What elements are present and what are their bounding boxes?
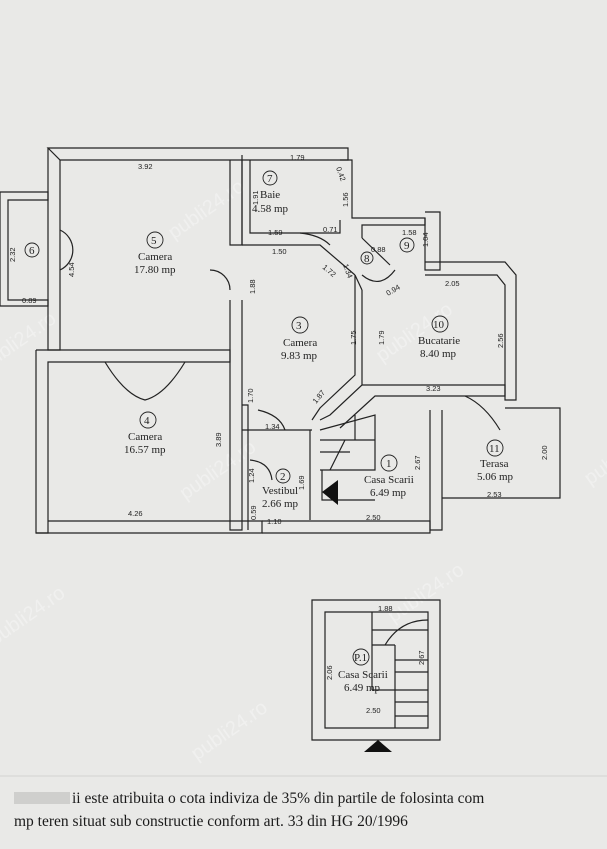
dim-label: 1.69 — [297, 475, 306, 490]
room-9-number: 9 — [404, 240, 410, 252]
room-p1-number: P.1 — [354, 652, 367, 664]
dim-label: 1.88 — [378, 604, 393, 613]
dim-label: 1.75 — [349, 330, 358, 345]
dim-label: 2.00 — [540, 445, 549, 460]
room-6-number: 6 — [29, 245, 35, 257]
watermark: publi24.ro — [580, 421, 607, 489]
room-3-area: 9.83 mp — [281, 350, 318, 362]
room-4-name: Camera — [128, 431, 162, 443]
room-8-number: 8 — [364, 253, 370, 265]
dim-label: 2.50 — [366, 513, 381, 522]
dim-label: 1.56 — [341, 192, 350, 207]
dim-label: 0.59 — [249, 505, 258, 520]
entry-arrow-icon — [322, 480, 338, 505]
room-2-name: Vestibul — [262, 485, 298, 497]
footer-text-line-1: ii este atribuita o cota indiviza de 35%… — [72, 790, 485, 807]
dim-label: 3.92 — [138, 162, 153, 171]
dim-label: 1.24 — [247, 468, 256, 483]
dim-label: 4.26 — [128, 509, 143, 518]
footer-text-line-2: mp teren situat sub constructie conform … — [14, 813, 408, 830]
dim-label: 0.42 — [334, 166, 347, 183]
dim-label: 1.79 — [377, 330, 386, 345]
dim-label: 1.70 — [246, 388, 255, 403]
room-2-area: 2.66 mp — [262, 498, 299, 510]
dim-label: 2.53 — [487, 490, 502, 499]
dim-label: 3.89 — [214, 432, 223, 447]
watermark: publi24.ro — [0, 307, 60, 375]
room-p1-area: 6.49 mp — [344, 682, 381, 694]
room-3-name: Camera — [283, 337, 317, 349]
dim-label: 1.04 — [421, 232, 430, 247]
room-11-name: Terasa — [480, 458, 509, 470]
dim-label: 0.71 — [323, 225, 338, 234]
watermark: publi24.ro — [384, 559, 469, 627]
redacted-text — [14, 792, 70, 804]
dim-label: 1.72 — [321, 263, 338, 279]
walls — [0, 147, 561, 741]
dim-label: 2.67 — [413, 455, 422, 470]
entry-arrow-icon — [364, 740, 392, 752]
room-11-number: 11 — [489, 443, 500, 455]
room-1-area: 6.49 mp — [370, 487, 407, 499]
watermarks: publi24.ro publi24.ro publi24.ro publi24… — [0, 175, 607, 765]
room-3-number: 3 — [296, 320, 302, 332]
dim-label: 2.32 — [8, 247, 17, 262]
dim-label: 2.56 — [496, 333, 505, 348]
dim-label: 1.59 — [268, 228, 283, 237]
room-2-number: 2 — [280, 471, 286, 483]
room-circles — [24, 170, 504, 666]
room-10-number: 10 — [433, 319, 445, 331]
room-10-name: Bucatarie — [418, 335, 460, 347]
room-p1-name: Casa Scarii — [338, 669, 388, 681]
dim-label: 1.87 — [311, 388, 327, 405]
dim-label: 1.34 — [265, 422, 280, 431]
room-7-number: 7 — [267, 173, 273, 185]
dim-label: 1.58 — [402, 228, 417, 237]
room-5-area: 17.80 mp — [134, 264, 176, 276]
room-4-number: 4 — [144, 415, 150, 427]
dim-label: 1.91 — [251, 190, 260, 205]
dim-label: 1.34 — [341, 263, 354, 280]
room-1-name: Casa Scarii — [364, 474, 414, 486]
dim-label: 0.94 — [385, 283, 402, 298]
dim-label: 1.88 — [248, 279, 257, 294]
dim-label: 2.05 — [445, 279, 460, 288]
dim-label: 2.50 — [366, 706, 381, 715]
watermark: publi24.ro — [0, 582, 69, 650]
watermark: publi24.ro — [187, 697, 272, 765]
dim-label: 2.67 — [417, 650, 426, 665]
dim-label: 1.79 — [290, 153, 305, 162]
dim-label: 1.50 — [272, 247, 287, 256]
room-1-number: 1 — [386, 458, 392, 470]
dim-label: 0.88 — [371, 245, 386, 254]
watermark: publi24.ro — [164, 175, 249, 243]
room-4-area: 16.57 mp — [124, 444, 166, 456]
dim-label: 3.23 — [426, 384, 441, 393]
dim-label: 4.54 — [67, 262, 76, 277]
room-7-name: Baie — [260, 189, 280, 201]
room-11-area: 5.06 mp — [477, 471, 514, 483]
room-10-area: 8.40 mp — [420, 348, 457, 360]
room-5-name: Camera — [138, 251, 172, 263]
dim-label: 0.89 — [22, 296, 37, 305]
room-7-area: 4.58 mp — [252, 203, 289, 215]
dim-label: 1.10 — [267, 517, 282, 526]
dim-label: 2.06 — [325, 665, 334, 680]
room-5-number: 5 — [151, 235, 157, 247]
